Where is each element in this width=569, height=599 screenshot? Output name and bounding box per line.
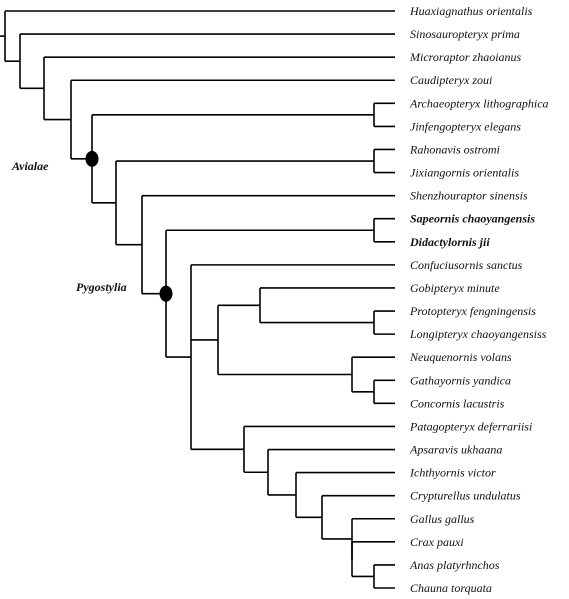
clade-node-avialae [85,150,99,167]
taxon-labels: Huaxiagnathus orientalisSinosauropteryx … [11,4,549,595]
taxon-label-chau: Chauna torquata [410,581,492,595]
taxon-label-shen: Shenzhouraptor sinensis [410,189,528,203]
taxon-label-conf: Confuciusornis sanctus [410,258,523,272]
clade-node-pygostylia [159,285,173,302]
taxon-label-anas: Anas platyrhnchos [409,558,500,572]
taxon-label-gall: Gallus gallus [410,512,475,526]
taxon-label-raho: Rahonavis ostromi [409,142,500,156]
taxon-label-cryp: Crypturellus undulatus [410,489,521,503]
taxon-label-micro: Microraptor zhaoianus [409,50,522,64]
taxon-label-neuq: Neuquenornis volans [409,350,512,364]
taxon-label-long: Longipteryx chaoyangensiss [409,327,547,341]
taxon-label-gobi: Gobipteryx minute [410,281,500,295]
taxon-label-apsa: Apsaravis ukhaana [409,443,502,457]
taxon-label-arch: Archaeopteryx lithographica [409,96,549,110]
taxon-label-prot: Protopteryx fengningensis [409,304,536,318]
taxon-label-dida: Didactylornis jii [409,235,490,249]
clade-label-pygostylia: Pygostylia [76,280,127,294]
taxon-label-jinf: Jinfengopteryx elegans [410,119,521,133]
taxon-label-pata: Patagopteryx deferrariisi [409,419,532,433]
tree-branches [0,10,395,589]
taxon-label-huax: Huaxiagnathus orientalis [409,4,533,18]
taxon-label-jixi: Jixiangornis orientalis [410,166,519,180]
taxon-label-sape: Sapeornis chaoyangensis [410,212,535,226]
taxon-label-crax: Crax pauxi [410,535,464,549]
taxon-label-sino: Sinosauropteryx prima [410,27,520,41]
taxon-label-ichth: Ichthyornis victor [409,466,496,480]
clade-label-avialae: Avialae [11,159,49,173]
taxon-label-gath: Gathayornis yandica [410,373,511,387]
taxon-label-caud: Caudipteryx zoui [410,73,492,87]
taxon-label-conc: Concornis lacustris [410,396,505,410]
clade-markers [85,150,173,302]
